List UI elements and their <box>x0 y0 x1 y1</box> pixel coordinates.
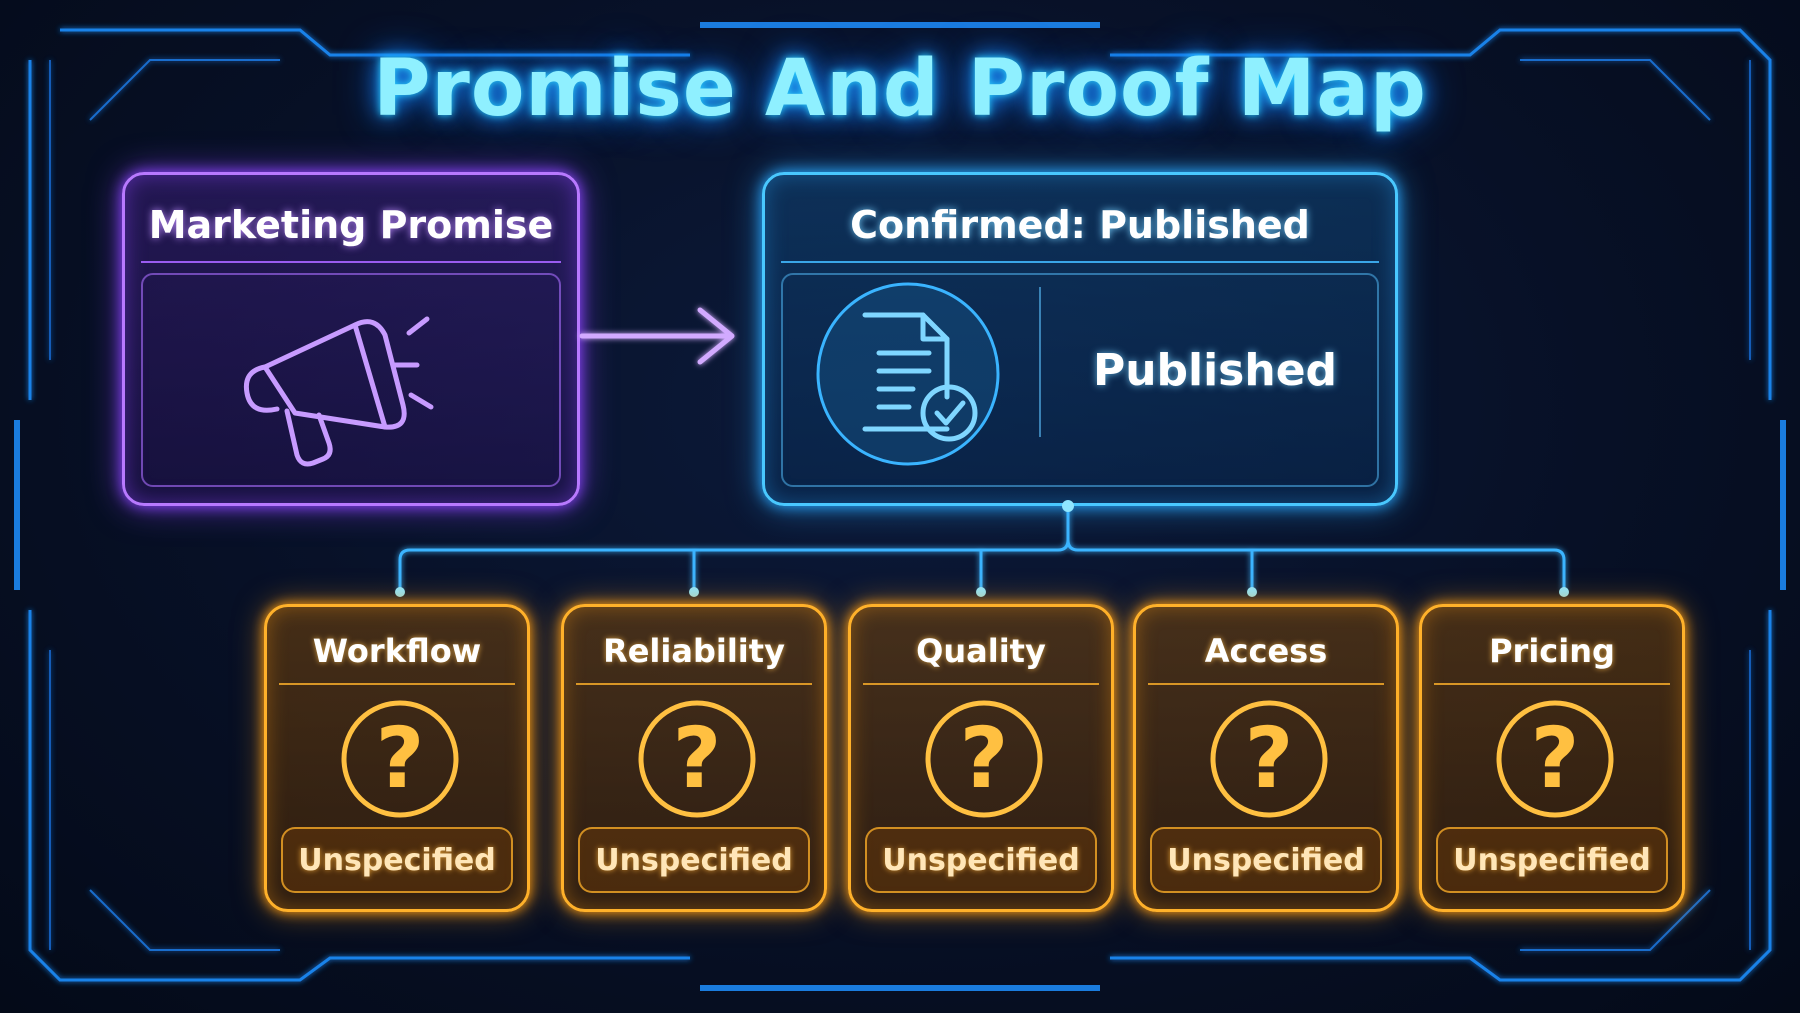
document-check-icon <box>816 282 1000 466</box>
proof-card-quality: Quality ? Unspecified <box>848 604 1114 912</box>
proof-card-reliability: Reliability ? Unspecified <box>561 604 827 912</box>
question-icon: ? <box>1210 700 1328 818</box>
proof-card-access: Access ? Unspecified <box>1133 604 1399 912</box>
confirmed-divider <box>1039 287 1041 437</box>
promise-label: Marketing Promise <box>148 203 554 247</box>
proof-label: Workflow <box>312 632 482 670</box>
proof-status: Unspecified <box>1436 827 1668 893</box>
proof-status-text: Unspecified <box>882 842 1080 878</box>
question-icon: ? <box>341 700 459 818</box>
svg-text:?: ? <box>376 709 425 807</box>
question-icon: ? <box>925 700 1043 818</box>
proof-header: Access <box>1148 619 1384 685</box>
proof-card-pricing: Pricing ? Unspecified <box>1419 604 1685 912</box>
confirmed-label: Confirmed: Published <box>850 203 1310 247</box>
svg-text:?: ? <box>960 709 1009 807</box>
promise-header: Marketing Promise <box>141 189 561 263</box>
proof-status: Unspecified <box>1150 827 1382 893</box>
proof-status: Unspecified <box>281 827 513 893</box>
tree-connectors <box>398 506 1566 592</box>
megaphone-icon <box>243 316 434 467</box>
proof-header: Pricing <box>1434 619 1670 685</box>
proof-status-text: Unspecified <box>298 842 496 878</box>
proof-label: Reliability <box>603 632 785 670</box>
proof-card-workflow: Workflow ? Unspecified <box>264 604 530 912</box>
proof-label: Pricing <box>1489 632 1615 670</box>
confirmed-header: Confirmed: Published <box>781 189 1379 263</box>
proof-status-text: Unspecified <box>595 842 793 878</box>
confirmed-published-card: Confirmed: Published Published <box>762 172 1398 506</box>
svg-text:?: ? <box>1245 709 1294 807</box>
connector-nodes <box>395 500 1569 597</box>
question-icon: ? <box>1496 700 1614 818</box>
confirmed-body <box>781 273 1379 487</box>
svg-text:?: ? <box>1531 709 1580 807</box>
proof-header: Quality <box>863 619 1099 685</box>
proof-status: Unspecified <box>578 827 810 893</box>
diagram-title: Promise And Proof Map <box>373 44 1427 134</box>
marketing-promise-card: Marketing Promise <box>122 172 580 506</box>
promise-to-confirmed-arrow <box>579 307 735 365</box>
proof-header: Workflow <box>279 619 515 685</box>
question-icon: ? <box>638 700 756 818</box>
proof-status-text: Unspecified <box>1453 842 1651 878</box>
svg-text:?: ? <box>673 709 722 807</box>
proof-label: Access <box>1204 632 1328 670</box>
proof-status: Unspecified <box>865 827 1097 893</box>
proof-label: Quality <box>916 632 1046 670</box>
confirmed-status: Published <box>1092 345 1338 396</box>
proof-status-text: Unspecified <box>1167 842 1365 878</box>
promise-body <box>141 273 561 487</box>
proof-header: Reliability <box>576 619 812 685</box>
